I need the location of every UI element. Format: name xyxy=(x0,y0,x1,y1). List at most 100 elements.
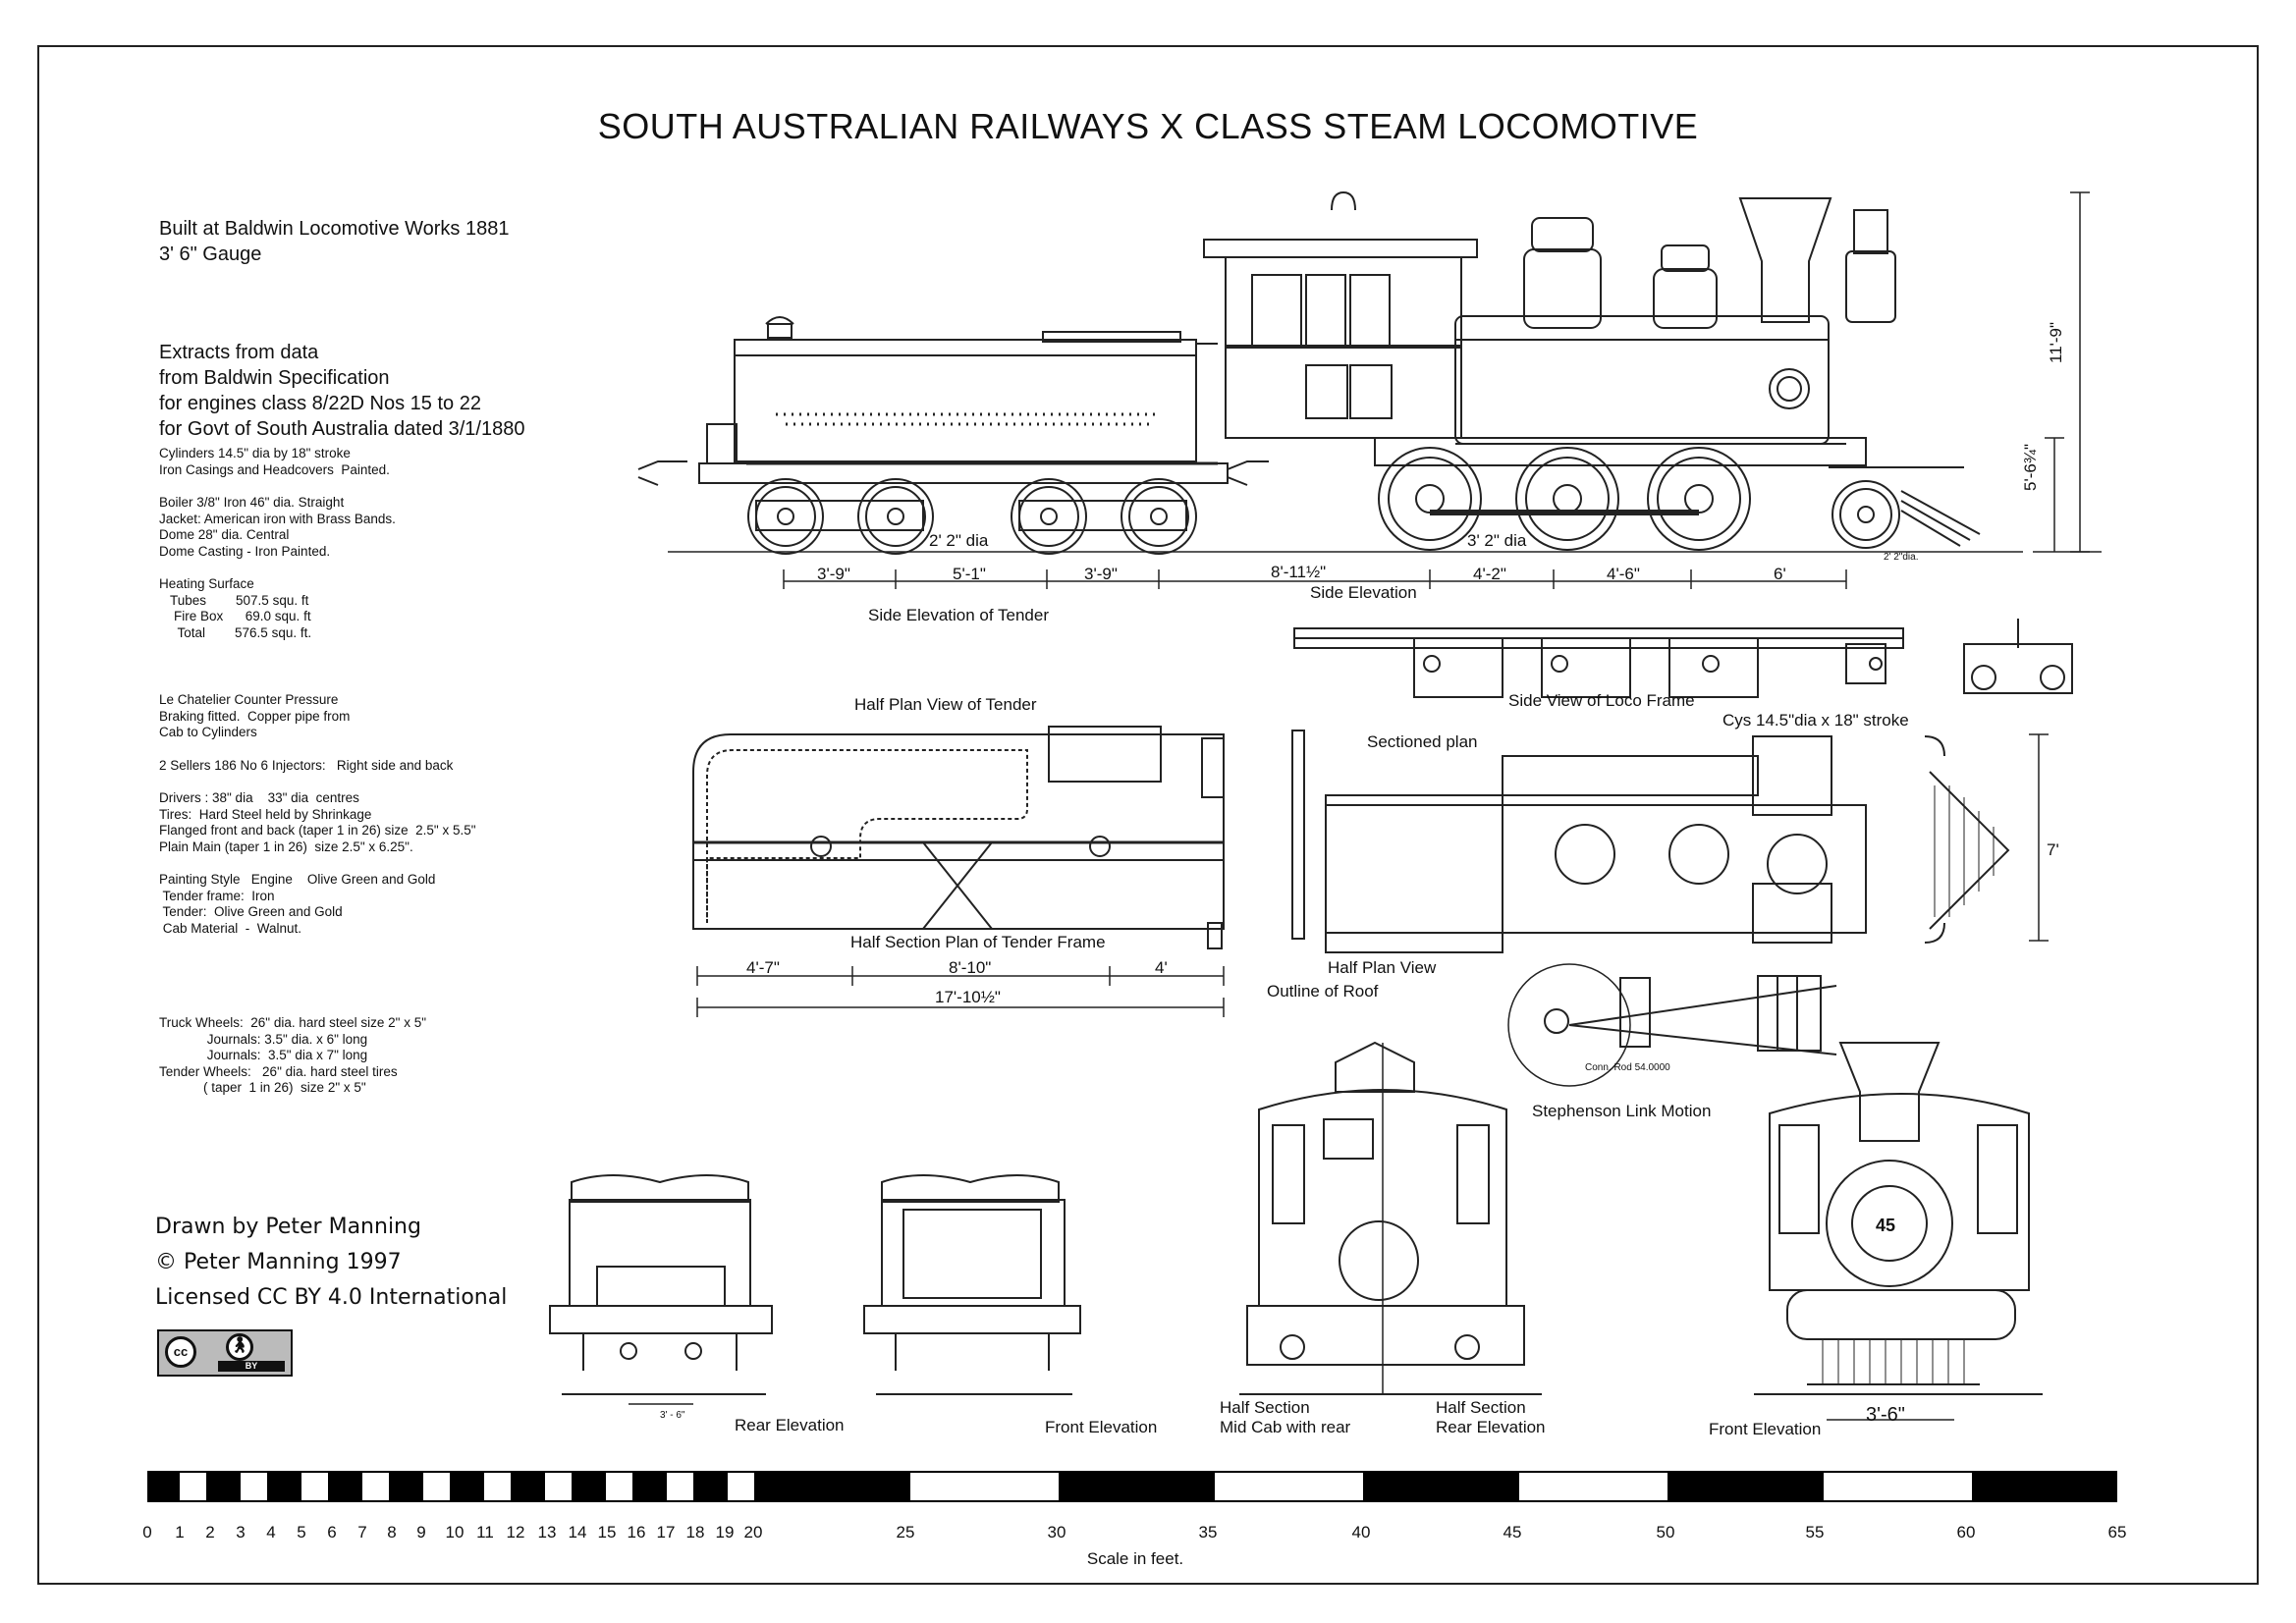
scale-tick-label: 15 xyxy=(597,1523,617,1542)
label-tender-front-elevation: Front Elevation xyxy=(1045,1418,1158,1436)
spec-note: Cylinders 14.5" dia by 18" stroke Iron C… xyxy=(159,446,390,477)
label-line: Mid Cab with rear xyxy=(1220,1418,1351,1436)
cc-by-badge: cc 🚶︎ BY xyxy=(157,1329,293,1377)
loco-frame-side-view xyxy=(1293,619,2073,698)
author-credit: Drawn by Peter Manning xyxy=(155,1215,421,1239)
scale-segment xyxy=(756,1471,908,1502)
scale-segment xyxy=(178,1471,208,1502)
scale-segment xyxy=(360,1471,391,1502)
label-sectioned-plan: Sectioned plan xyxy=(1367,732,1478,751)
label-half-plan-view: Half Plan View xyxy=(1328,958,1437,977)
license-credit: Licensed CC BY 4.0 International xyxy=(155,1285,508,1310)
copyright-credit: © Peter Manning 1997 xyxy=(155,1250,402,1274)
loco-side-elevation xyxy=(1203,190,1981,551)
scale-segment xyxy=(1669,1471,1822,1502)
dim-label: 4' xyxy=(1155,958,1168,977)
scale-segment xyxy=(1365,1471,1517,1502)
dim-label: 8'-10" xyxy=(949,958,992,977)
spec-note: Boiler 3/8" Iron 46" dia. Straight Jacke… xyxy=(159,495,396,559)
scale-segment xyxy=(574,1471,604,1502)
loco-driving-wheels xyxy=(1378,447,1900,551)
label-loco-frame-side: Side View of Loco Frame xyxy=(1508,691,1695,710)
scale-tick-label: 10 xyxy=(445,1523,465,1542)
tender-rear-elevation xyxy=(549,1174,773,1405)
label-loco-front-elevation: Front Elevation xyxy=(1709,1420,1822,1438)
dim-label: 4'-7" xyxy=(746,958,780,977)
dim-label: 3' - 6" xyxy=(660,1410,685,1421)
tender-front-elevation xyxy=(863,1174,1081,1395)
scale-tick-label: 50 xyxy=(1656,1523,1675,1542)
scale-segment xyxy=(513,1471,543,1502)
dim-label: 3' 2" dia xyxy=(1467,531,1527,550)
extracts-line: for Govt of South Australia dated 3/1/18… xyxy=(159,418,525,440)
by-label: BY xyxy=(218,1361,285,1372)
scale-tick-label: 20 xyxy=(743,1523,763,1542)
scale-tick-label: 35 xyxy=(1198,1523,1218,1542)
plan-dimension-lines xyxy=(696,733,2049,1017)
extracts-heading-block: Extracts from data from Baldwin Specific… xyxy=(159,340,524,442)
builder-info: Built at Baldwin Locomotive Works 1881 3… xyxy=(159,216,509,267)
scale-segment xyxy=(300,1471,330,1502)
dim-label: 8'-11½" xyxy=(1271,563,1327,581)
scale-segment xyxy=(604,1471,634,1502)
scale-tick-label: 19 xyxy=(715,1523,735,1542)
spec-note: 2 Sellers 186 No 6 Injectors: Right side… xyxy=(159,757,454,773)
scale-tick-label: 55 xyxy=(1805,1523,1825,1542)
label-rear-elevation: Rear Elevation xyxy=(735,1416,845,1434)
scale-segment xyxy=(634,1471,665,1502)
drawing-title: SOUTH AUSTRALIAN RAILWAYS X CLASS STEAM … xyxy=(597,106,1699,146)
scale-segment xyxy=(330,1471,360,1502)
scale-tick-label: 0 xyxy=(142,1523,152,1542)
extracts-heading: Extracts from data xyxy=(159,342,319,363)
label-line: Half Section xyxy=(1436,1398,1526,1417)
scale-segment xyxy=(1822,1471,1974,1502)
scale-tick-label: 16 xyxy=(627,1523,646,1542)
scale-segment xyxy=(908,1471,1061,1502)
tender-side-elevation xyxy=(637,316,1269,555)
scale-tick-label: 60 xyxy=(1956,1523,1976,1542)
label-tender-half-section: Half Section Plan of Tender Frame xyxy=(850,933,1106,951)
scale-segment xyxy=(1061,1471,1213,1502)
credits: Drawn by Peter Manning © Peter Manning 1… xyxy=(155,1210,507,1316)
dim-label: 5'-1" xyxy=(953,565,986,583)
scale-segment xyxy=(452,1471,482,1502)
scale-tick-label: 17 xyxy=(656,1523,676,1542)
tender-half-plan xyxy=(692,726,1225,949)
builder-line: Built at Baldwin Locomotive Works 1881 xyxy=(159,218,510,240)
scale-tick-label: 13 xyxy=(537,1523,557,1542)
loco-front-elevation xyxy=(1754,1042,2043,1421)
label-link-motion: Stephenson Link Motion xyxy=(1532,1102,1712,1120)
scale-tick-label: 18 xyxy=(685,1523,705,1542)
scale-tick-label: 5 xyxy=(297,1523,306,1542)
extracts-line: for engines class 8/22D Nos 15 to 22 xyxy=(159,393,481,414)
gauge-line: 3' 6" Gauge xyxy=(159,243,262,265)
scale-tick-label: 3 xyxy=(236,1523,246,1542)
scale-tick-label: 8 xyxy=(387,1523,397,1542)
label-half-section-mid: Half Section Mid Cab with rear xyxy=(1220,1398,1350,1437)
scale-tick-label: 45 xyxy=(1503,1523,1522,1542)
scale-segment xyxy=(421,1471,452,1502)
label-line: Half Section xyxy=(1220,1398,1310,1417)
label-tender-side-elevation: Side Elevation of Tender xyxy=(868,606,1049,624)
scale-tick-label: 4 xyxy=(266,1523,276,1542)
loco-half-section-cab xyxy=(1239,1041,1542,1395)
label-conn-rod: Conn. Rod 54.0000 xyxy=(1585,1062,1670,1073)
dim-label: 6' xyxy=(1774,565,1786,583)
spec-note: Le Chatelier Counter Pressure Braking fi… xyxy=(159,692,351,739)
scale-caption: Scale in feet. xyxy=(1086,1549,1184,1568)
scale-tick-label: 12 xyxy=(506,1523,525,1542)
scale-segment xyxy=(147,1471,178,1502)
label-half-section-rear: Half Section Rear Elevation xyxy=(1436,1398,1546,1437)
scale-segment xyxy=(482,1471,513,1502)
drawing-border xyxy=(37,45,2259,1585)
scale-segment xyxy=(695,1471,726,1502)
scale-tick-label: 25 xyxy=(896,1523,915,1542)
scale-tick-label: 65 xyxy=(2107,1523,2127,1542)
scale-bar xyxy=(147,1471,2117,1502)
cc-icon: cc xyxy=(165,1336,196,1368)
label-outline-roof: Outline of Roof xyxy=(1267,982,1379,1001)
scale-tick-label: 2 xyxy=(205,1523,215,1542)
scale-segment xyxy=(665,1471,695,1502)
scale-segment xyxy=(269,1471,300,1502)
